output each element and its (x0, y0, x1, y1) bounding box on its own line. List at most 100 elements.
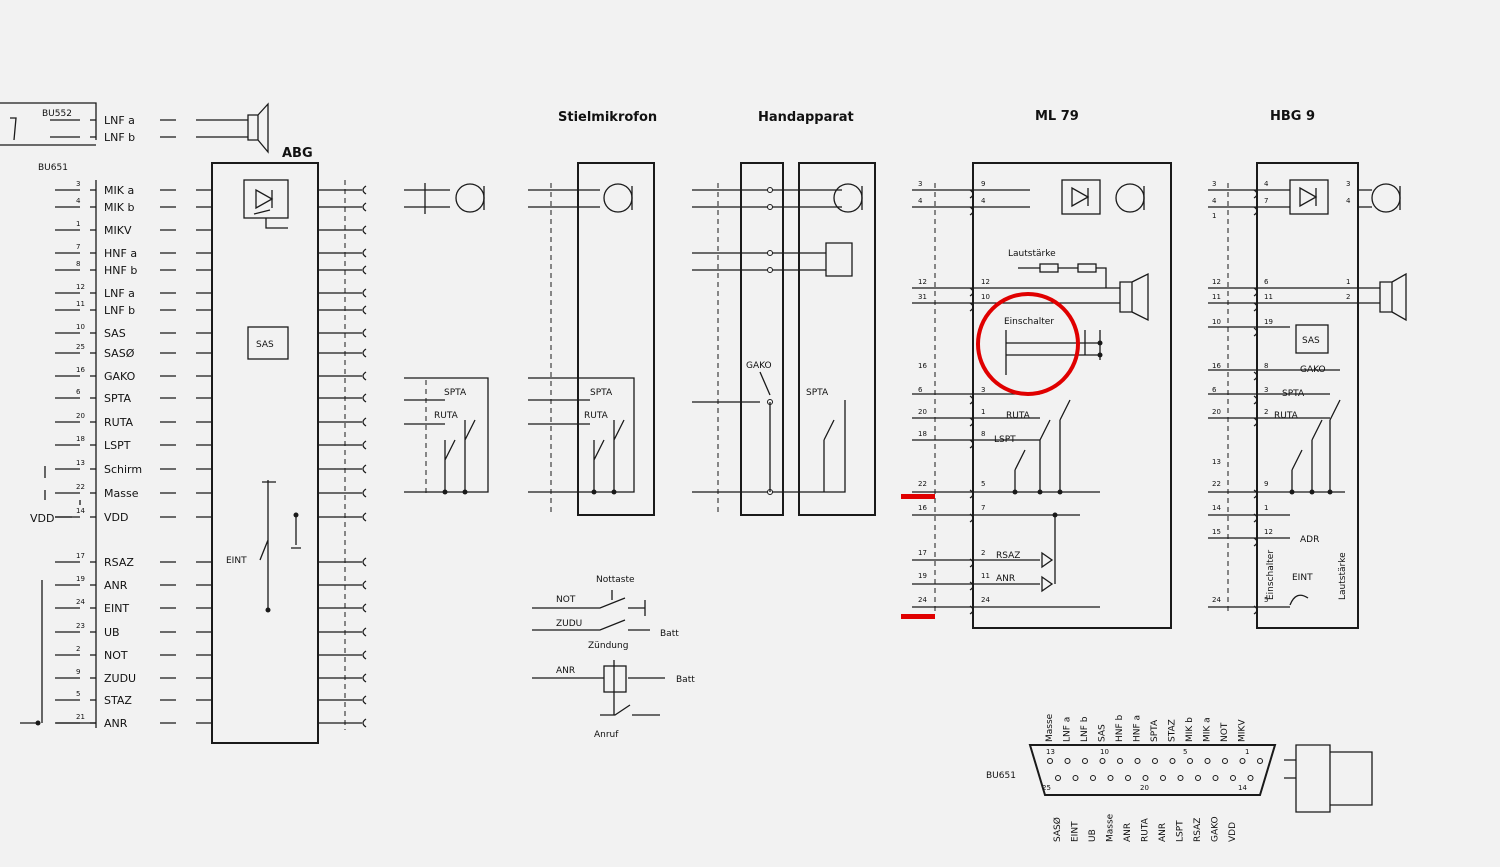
abg-pin-number: 24 (76, 598, 85, 606)
handapparat-title: Handapparat (758, 110, 854, 125)
hbg9-pin-number: 16 (1212, 362, 1221, 370)
dsub-pin (1064, 758, 1071, 764)
ml79-pin-number: 4 (918, 197, 923, 205)
vdd-left-label: VDD (30, 512, 54, 525)
ml79-title: ML 79 (1035, 109, 1079, 124)
ml79-pin-number: 18 (918, 430, 927, 438)
abg-signal-label: SAS (104, 327, 126, 340)
abg-pin-number: 5 (76, 690, 80, 698)
dsub-bottom-label: ANR (1123, 823, 1133, 842)
stielmikrofon-unit: Stielmikrofon SPTA RUTA (528, 110, 657, 516)
ml79-pin-number: 16 (918, 504, 927, 512)
hbg9-adr-label: ADR (1300, 535, 1319, 545)
hbg9-inner-pin-number: 19 (1264, 318, 1273, 326)
red-marker-pin-22 (901, 494, 935, 499)
abg-signal-label: SPTA (104, 392, 131, 405)
abg-signal-label: RUTA (104, 416, 134, 429)
dsub-pin (1222, 758, 1228, 764)
dsub-pin (1047, 758, 1053, 764)
dsub-pin (1117, 758, 1123, 764)
dsub-top-label: NOT (1220, 722, 1230, 742)
hbg9-inner-pin-number: 8 (1264, 362, 1268, 370)
dsub-top-label: MIKV (1238, 719, 1248, 742)
hbg9-left-pin-numbers: 3411211101662013221415244761119832911253… (1212, 180, 1351, 615)
dsub-pin (1072, 775, 1079, 781)
ml79-pin-number: 31 (918, 293, 927, 301)
hbg9-pin-number: 15 (1212, 528, 1221, 536)
hbg9-sas-label: SAS (1302, 336, 1320, 346)
bu651-label: BU651 (38, 163, 68, 173)
hbg9-inner-pin-number: 6 (1264, 278, 1269, 286)
abg-eint-label: EINT (226, 556, 247, 566)
hbg9-ruta-label: RUTA (1274, 411, 1299, 421)
hbg9-output-pin-number: 3 (1346, 180, 1350, 188)
abg-pin-number: 23 (76, 622, 85, 630)
ml79-pin-number: 20 (918, 408, 927, 416)
abg-signal-row: LNF b (50, 131, 248, 144)
dsub-pin (1142, 775, 1149, 781)
batt-label-2: Batt (676, 675, 695, 685)
abg-sas-block (247, 326, 289, 360)
dsub-top-label: Masse (1045, 713, 1055, 742)
ml79-inner-pin-number: 1 (981, 408, 985, 416)
abg-signal-label: STAZ (104, 694, 132, 707)
dsub-top-label: HNF a (1133, 715, 1143, 742)
dsub-pin (1169, 758, 1176, 764)
hbg9-pin-number: 3 (1212, 180, 1216, 188)
hbg9-einschalter-label: Einschalter (1266, 550, 1276, 600)
abg-pin-number: 19 (76, 575, 85, 583)
hbg9-title: HBG 9 (1270, 109, 1315, 124)
dsub-pin-number: 13 (1046, 748, 1055, 756)
hbg9-pin-number: 11 (1212, 293, 1221, 301)
dsub-bottom-label: Masse (1106, 813, 1116, 842)
ml79-inner-pin-number: 12 (981, 278, 990, 286)
zudu-label: ZUDU (556, 619, 582, 629)
abg-signal-label: UB (104, 626, 120, 639)
abg-signal-label: MIK a (104, 184, 134, 197)
ml79-inner-pin-number: 2 (981, 549, 985, 557)
handapparat-unit: Handapparat GAKO SPTA (692, 110, 876, 516)
ml79-unit: ML 79 Lautstärke Einschalter RUTA LSPT R… (912, 109, 1172, 629)
abg-signal-label: HNF a (104, 247, 137, 260)
ml79-einschalter-label: Einschalter (1004, 317, 1054, 327)
hbg9-pin-number: 20 (1212, 408, 1221, 416)
hbg9-eint-label: EINT (1292, 573, 1313, 583)
abg-signal-label: SASØ (104, 347, 135, 360)
dsub-pin (1082, 758, 1088, 764)
dsub-pin (1152, 758, 1158, 764)
ml79-pin-number: 6 (918, 386, 923, 394)
dsub-bottom-label: RSAZ (1193, 818, 1203, 842)
abg-box (211, 162, 319, 744)
abg-pin-number: 11 (76, 300, 85, 308)
anr-label-bottom: ANR (556, 666, 575, 676)
abg-title: ABG (282, 146, 313, 161)
abg-pin-number: 2 (76, 645, 80, 653)
dsub-bottom-label: SASØ (1052, 817, 1063, 842)
dsub-pin (1099, 758, 1106, 764)
hbg9-lautstaerke-label: Lautstärke (1338, 552, 1348, 600)
hbg9-inner-pin-number: 9 (1264, 480, 1268, 488)
hbg9-output-pin-number: 2 (1346, 293, 1350, 301)
left-connector-section: BU552 BU651 VDD (0, 102, 97, 728)
hbg9-pin-number: 13 (1212, 458, 1221, 466)
dsub-top-label: LNF b (1080, 716, 1090, 742)
dsub-top-label: SAS (1098, 724, 1108, 742)
hbg9-inner-pin-number: 7 (1264, 197, 1268, 205)
abg-pin-number: 14 (76, 507, 85, 515)
ml79-pin-number: 3 (918, 180, 922, 188)
hbg9-inner-pin-number: 12 (1264, 528, 1273, 536)
abg-signal-label: LSPT (104, 439, 131, 452)
abg-pin-number: 21 (76, 713, 85, 721)
hbg9-inner-pin-number: 4 (1264, 180, 1269, 188)
hbg9-pin-number: 1 (1212, 212, 1216, 220)
